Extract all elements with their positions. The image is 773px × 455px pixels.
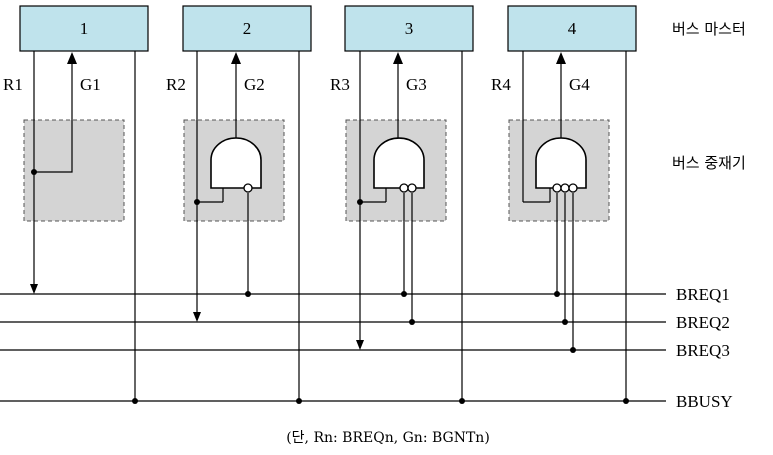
- breq2-label: BREQ2: [676, 313, 730, 332]
- r2-label: R2: [166, 75, 186, 94]
- master-1-label: 1: [80, 19, 89, 38]
- master-3: 3: [344, 5, 474, 52]
- breq3-label: BREQ3: [676, 341, 730, 360]
- master-4: 4: [507, 5, 637, 52]
- master-1: 1: [19, 5, 149, 52]
- g4-label: G4: [569, 75, 590, 94]
- master-2-wiring: [193, 51, 251, 322]
- master-1-wiring: [30, 51, 77, 294]
- master-4-wiring: [522, 51, 576, 353]
- and-gate-4: [535, 137, 587, 193]
- g1-label: G1: [80, 75, 101, 94]
- master-4-label: 4: [568, 19, 577, 38]
- master-2-label: 2: [243, 19, 252, 38]
- bus-master-label: 버스 마스터: [672, 20, 746, 38]
- bbusy-label: BBUSY: [676, 392, 733, 411]
- g3-label: G3: [406, 75, 427, 94]
- bbusy-connections: [132, 51, 629, 404]
- bus-arbiter-label: 버스 중재기: [672, 154, 746, 172]
- and-gate-2: [210, 137, 262, 193]
- master-3-wiring: [356, 51, 415, 350]
- master-2: 2: [182, 5, 312, 52]
- arbiter-box-1: [23, 119, 125, 222]
- breq1-label: BREQ1: [676, 285, 730, 304]
- r4-label: R4: [491, 75, 511, 94]
- footnote: (단, Rn: BREQn, Gn: BGNTn): [286, 430, 490, 446]
- r3-label: R3: [330, 75, 350, 94]
- master-3-label: 3: [405, 19, 414, 38]
- g2-label: G2: [244, 75, 265, 94]
- r1-label: R1: [3, 75, 23, 94]
- and-gate-3: [373, 137, 425, 193]
